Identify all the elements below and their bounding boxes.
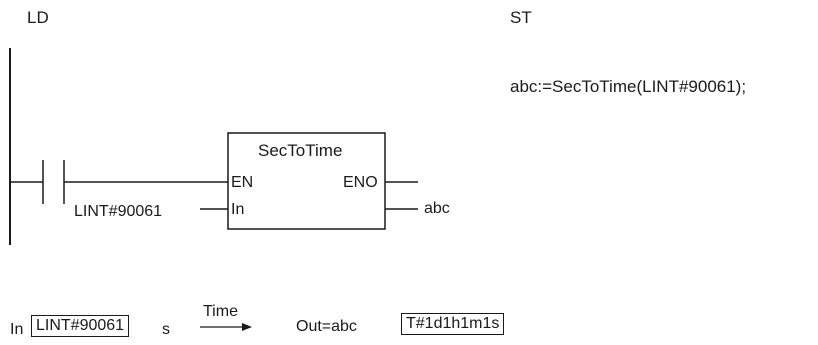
- example-in-label: In: [10, 321, 24, 338]
- en-pin-label: EN: [231, 174, 254, 191]
- example-arrow-label: Time: [203, 303, 238, 320]
- example-in-value-box: LINT#90061: [31, 315, 130, 337]
- example-arrow-head: [242, 323, 252, 331]
- ld-section-label: LD: [27, 8, 49, 27]
- in-pin-label: In: [231, 201, 245, 218]
- function-block-name: SecToTime: [258, 141, 343, 160]
- function-block-frame: [227, 132, 386, 230]
- example-in-unit: s: [162, 321, 170, 338]
- example-out-label: Out=abc: [296, 318, 357, 335]
- input-constant-label: LINT#90061: [74, 203, 163, 220]
- eno-pin-label: ENO: [343, 174, 378, 191]
- output-variable-label: abc: [424, 200, 450, 217]
- example-out-value-box: T#1d1h1m1s: [401, 313, 505, 335]
- st-code-line: abc:=SecToTime(LINT#90061);: [510, 77, 747, 96]
- st-section-label: ST: [510, 8, 532, 27]
